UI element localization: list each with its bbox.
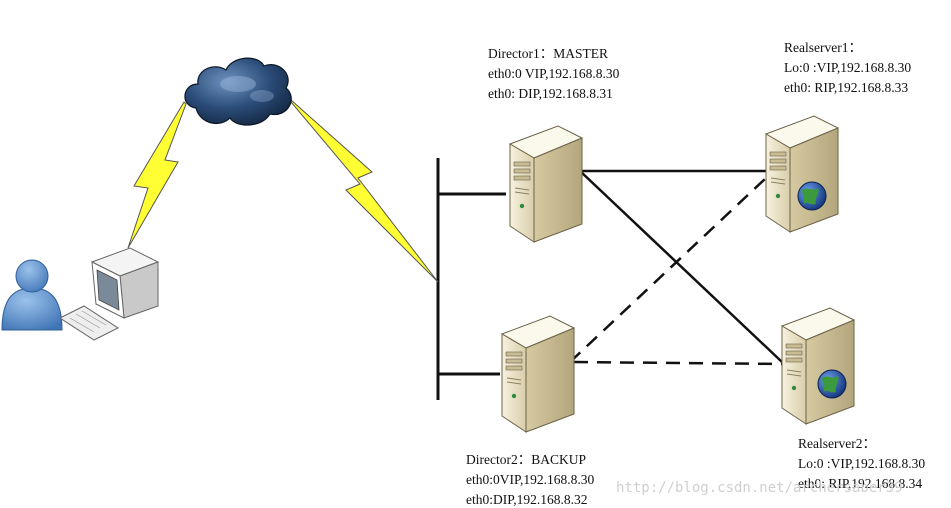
realserver1-server-icon: [765, 115, 839, 233]
director2-dip: eth0:DIP,192.168.8.32: [466, 492, 588, 507]
director1-title: Director1：MASTER: [488, 46, 608, 61]
director1-dip: eth0: DIP,192.168.8.31: [488, 86, 613, 101]
director2-server-icon: [501, 315, 575, 433]
lightning-icon: [281, 91, 439, 283]
realserver2-title: Realserver2：: [798, 436, 876, 451]
realserver2-label: Realserver2： Lo:0 :VIP,192.168.8.30 eth0…: [798, 436, 925, 491]
director1-vip: eth0:0 VIP,192.168.8.30: [488, 66, 620, 81]
globe-icon: [797, 181, 827, 211]
lightning-icon: [127, 101, 187, 249]
director2-label: Director2：BACKUP eth0:0VIP,192.168.8.30 …: [466, 452, 595, 507]
globe-icon: [817, 369, 847, 399]
director1-server-icon: [509, 125, 583, 243]
director2-to-realserver2-dashed: [573, 360, 783, 366]
watermark: http://blog.csdn.net/archersaber39: [616, 480, 903, 496]
cloud-icon: [184, 57, 292, 126]
realserver1-vip: Lo:0 :VIP,192.168.8.30: [784, 60, 911, 75]
realserver1-label: Realserver1： Lo:0 :VIP,192.168.8.30 eth0…: [784, 40, 911, 95]
director2-vip: eth0:0VIP,192.168.8.30: [466, 472, 595, 487]
realserver2-server-icon: [781, 307, 855, 425]
realserver1-title: Realserver1：: [784, 40, 862, 55]
director2-to-realserver1-dashed: [569, 177, 767, 363]
director1-label: Director1：MASTER eth0:0 VIP,192.168.8.30…: [488, 46, 620, 101]
realserver2-vip: Lo:0 :VIP,192.168.8.30: [798, 456, 925, 471]
computer-icon: [58, 247, 160, 341]
director2-title: Director2：BACKUP: [466, 452, 586, 467]
realserver1-rip: eth0: RIP,192.168.8.33: [784, 80, 908, 95]
realserver2-rip: eth0: RIP,192.168.8.34: [798, 476, 922, 491]
user-icon: [1, 259, 63, 331]
connections: [436, 158, 783, 400]
director1-to-realserver2: [579, 170, 783, 363]
